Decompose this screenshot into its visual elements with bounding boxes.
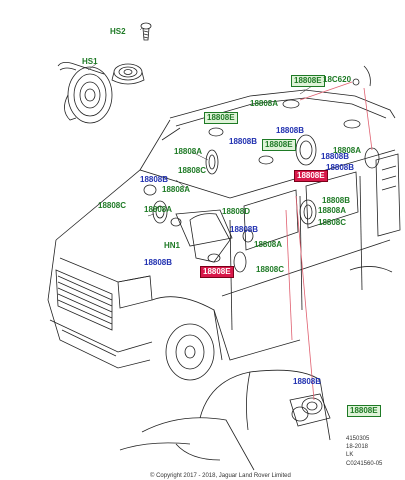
footer-region: LK [346, 452, 354, 458]
label-18808e-mid-roof[interactable]: 18808E [262, 139, 296, 151]
label-18808b-5[interactable]: 18808B [140, 175, 169, 184]
label-18808b-4[interactable]: 18808B [326, 163, 355, 172]
footer-code: C0241560-05 [346, 461, 383, 467]
label-18808b-1[interactable]: 18808B [276, 126, 305, 135]
interior-speakers [143, 65, 380, 273]
label-18808b-3[interactable]: 18808B [321, 152, 350, 161]
label-18808a-2[interactable]: 18808A [174, 147, 203, 156]
label-18808a-3[interactable]: 18808A [333, 146, 362, 155]
label-18808c-1[interactable]: 18808C [178, 166, 207, 175]
footer-copyright: © Copyright 2017 - 2018, Jaguar Land Rov… [150, 473, 291, 479]
footer-date: 18-2018 [346, 444, 369, 450]
hs2-screw-illustration [140, 22, 152, 41]
label-18808b-2[interactable]: 18808B [229, 137, 258, 146]
label-18808c-3[interactable]: 18808C [318, 218, 347, 227]
label-18c620[interactable]: 18C620 [323, 75, 352, 84]
label-18808e-rear-seat[interactable]: 18808E [347, 405, 381, 417]
highlight-leader-lines [285, 81, 373, 401]
footer-ref: 4150305 [346, 436, 370, 442]
rear-seat-illustration [119, 369, 331, 471]
label-18808a-7[interactable]: 18808A [254, 240, 283, 249]
label-18808a-6[interactable]: 18808A [318, 206, 347, 215]
label-18808a-5[interactable]: 18808A [144, 205, 173, 214]
label-18808c-4[interactable]: 18808C [256, 265, 285, 274]
vehicle-outline [47, 89, 401, 381]
label-hs2[interactable]: HS2 [110, 27, 126, 36]
hs1-speaker-illustration [57, 62, 145, 124]
label-18808b-green[interactable]: 18808B [322, 196, 351, 205]
label-18808a-1[interactable]: 18808A [250, 99, 279, 108]
label-18808b-7[interactable]: 18808B [144, 258, 173, 267]
label-18808e-left-roof[interactable]: 18808E [204, 112, 238, 124]
label-18808c-2[interactable]: 18808C [98, 201, 127, 210]
label-18808b-rear[interactable]: 18808B [293, 377, 322, 386]
label-18808e-highlight-upper[interactable]: 18808E [294, 170, 328, 182]
label-leader-lines [87, 27, 319, 217]
label-18808e-top[interactable]: 18808E [291, 75, 325, 87]
label-18808e-highlight-lower[interactable]: 18808E [200, 266, 234, 278]
label-18808a-4[interactable]: 18808A [162, 185, 191, 194]
label-hs1[interactable]: HS1 [82, 57, 98, 66]
label-hn1[interactable]: HN1 [164, 241, 181, 250]
label-18808d[interactable]: 18808D [222, 207, 251, 216]
label-18808b-6[interactable]: 18808B [230, 225, 259, 234]
